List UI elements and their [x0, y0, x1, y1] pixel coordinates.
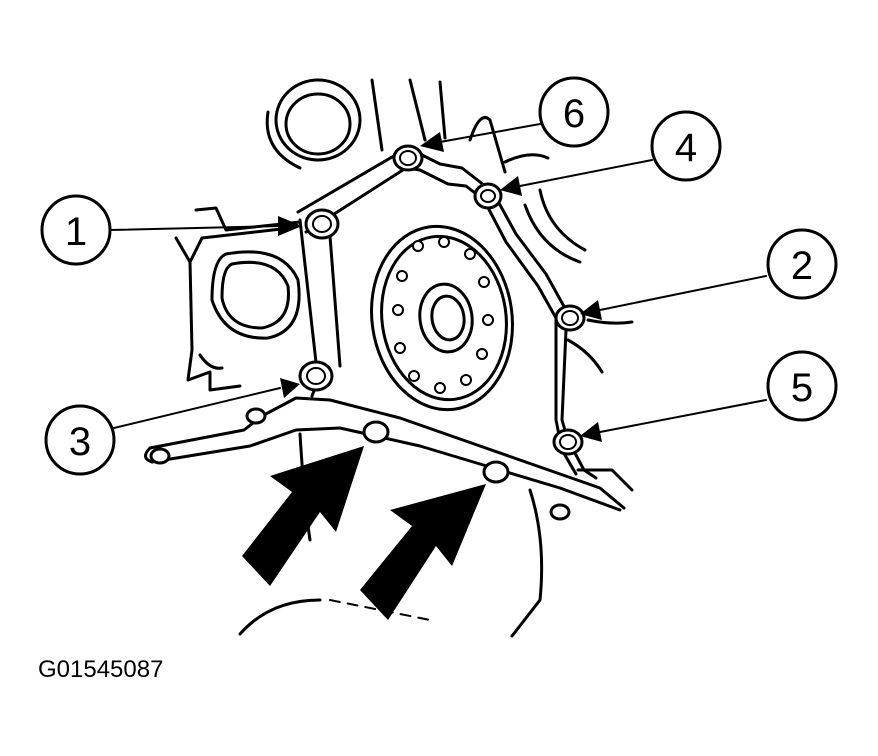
callout-4: 4	[650, 110, 722, 182]
cover-bolts	[298, 144, 586, 484]
left-bracket	[174, 206, 302, 392]
figure-id-label: G01545087	[38, 656, 164, 683]
bolt-2	[554, 304, 586, 332]
large-arrow-1	[242, 446, 364, 586]
large-arrow-2	[360, 484, 486, 620]
bolt-5	[552, 428, 584, 456]
bolt-3	[298, 360, 334, 392]
callout-2: 2	[766, 228, 838, 300]
callout-label: 5	[791, 366, 813, 410]
callout-leaders	[109, 123, 767, 442]
engine-block-outline	[265, 78, 634, 492]
callout-5: 5	[766, 350, 838, 422]
oil-pan-rail	[144, 396, 626, 521]
callout-label: 4	[675, 126, 697, 170]
callout-label: 3	[69, 420, 91, 464]
oil-pan-bolt-1	[362, 420, 390, 444]
callout-label: 2	[791, 244, 813, 288]
crankshaft-flange	[370, 224, 514, 412]
callout-1: 1	[40, 194, 112, 266]
flange-bolt-holes	[392, 236, 494, 394]
callout-6: 6	[538, 76, 610, 148]
bolt-4	[473, 182, 503, 210]
oil-pan-bolt-arrows	[242, 446, 486, 620]
oil-pan-bolt-2	[482, 460, 510, 484]
callout-3: 3	[44, 404, 116, 476]
callout-label: 6	[563, 92, 585, 136]
bolt-6	[392, 144, 424, 172]
bolt-1	[304, 208, 340, 240]
callout-label: 1	[65, 210, 87, 254]
